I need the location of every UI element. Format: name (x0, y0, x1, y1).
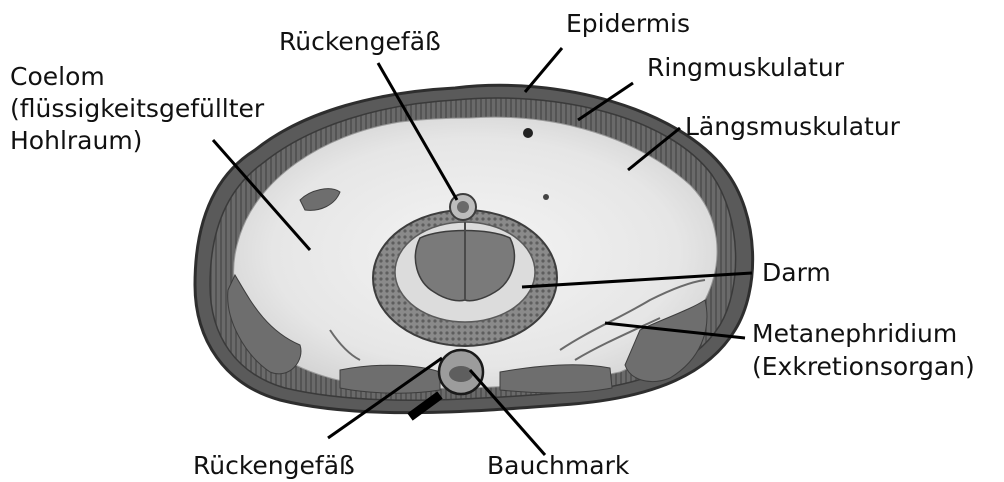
label-coelom-line2: (flüssigkeitsgefüllter (10, 94, 265, 123)
label-rueckengefaess-bottom: Rückengefäß (193, 451, 355, 480)
tissue-speck (543, 194, 549, 200)
label-coelom-line3: Hohlraum) (10, 126, 142, 155)
leader-epidermis (525, 48, 562, 92)
label-ringmuskulatur: Ringmuskulatur (647, 53, 845, 82)
label-coelom-line1: Coelom (10, 62, 105, 91)
label-bauchmark: Bauchmark (487, 451, 630, 480)
dorsal-vessel (450, 194, 476, 220)
label-metanephridium-line2: (Exkretionsorgan) (752, 352, 975, 381)
intestine (373, 210, 557, 346)
ventral-nerve-cord (439, 350, 483, 394)
label-epidermis: Epidermis (566, 9, 690, 38)
label-rueckengefaess-top: Rückengefäß (279, 27, 441, 56)
label-metanephridium-line1: Metanephridium (752, 319, 957, 348)
tissue-speck (523, 128, 533, 138)
label-laengsmuskulatur: Längsmuskulatur (685, 112, 901, 141)
label-darm: Darm (762, 258, 831, 287)
